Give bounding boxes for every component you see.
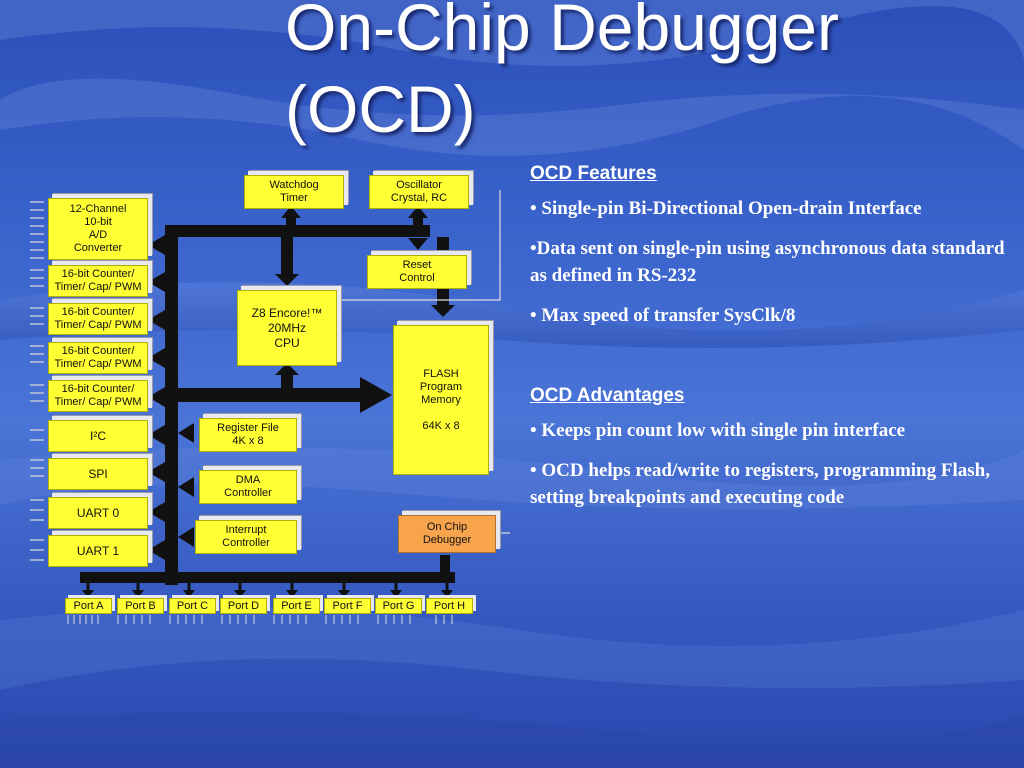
interrupt-controller-block: Interrupt Controller: [195, 520, 297, 554]
i2c-block: I²C: [48, 420, 148, 452]
text-panel: OCD Features • Single-pin Bi-Directional…: [530, 160, 1020, 524]
uart0-block: UART 0: [48, 497, 148, 529]
title-line-1: On-Chip Debugger: [285, 0, 839, 64]
spacer: [530, 342, 1020, 382]
counter-block-3: 16-bit Counter/ Timer/ Cap/ PWM: [48, 342, 148, 374]
advantages-heading: OCD Advantages: [530, 385, 685, 406]
spi-block: SPI: [48, 458, 148, 490]
port-b: Port B: [117, 598, 164, 614]
title-line-2: (OCD): [285, 72, 476, 146]
port-g: Port G: [375, 598, 422, 614]
advantage-item-1: • Keeps pin count low with single pin in…: [530, 420, 906, 441]
cpu-block: Z8 Encore!™ 20MHz CPU: [237, 290, 337, 366]
feature-item-1: • Single-pin Bi-Directional Open-drain I…: [530, 198, 922, 219]
flash-memory-block: FLASH Program Memory 64K x 8: [393, 325, 489, 475]
feature-item-3: • Max speed of transfer SysClk/8: [530, 305, 796, 326]
bus-lines: [30, 190, 510, 624]
feature-item-2: •Data sent on single-pin using asynchron…: [530, 238, 1005, 286]
port-e: Port E: [273, 598, 320, 614]
counter-block-1: 16-bit Counter/ Timer/ Cap/ PWM: [48, 265, 148, 297]
counter-block-4: 16-bit Counter/ Timer/ Cap/ PWM: [48, 380, 148, 412]
on-chip-debugger-block: On Chip Debugger: [398, 515, 496, 553]
port-h: Port H: [426, 598, 473, 614]
port-f: Port F: [324, 598, 371, 614]
features-heading: OCD Features: [530, 163, 657, 184]
oscillator-block: Oscillator Crystal, RC: [369, 175, 469, 209]
advantage-item-2: • OCD helps read/write to registers, pro…: [530, 460, 990, 508]
port-d: Port D: [220, 598, 267, 614]
port-a: Port A: [65, 598, 112, 614]
port-c: Port C: [169, 598, 216, 614]
register-file-block: Register File 4K x 8: [199, 418, 297, 452]
watchdog-timer-block: Watchdog Timer: [244, 175, 344, 209]
slide-title: On-Chip Debugger (OCD): [285, 0, 839, 150]
block-diagram: 12-Channel 10-bit A/D Converter 16-bit C…: [0, 0, 520, 640]
reset-control-block: Reset Control: [367, 255, 467, 289]
counter-block-2: 16-bit Counter/ Timer/ Cap/ PWM: [48, 303, 148, 335]
adc-block: 12-Channel 10-bit A/D Converter: [48, 198, 148, 260]
dma-controller-block: DMA Controller: [199, 470, 297, 504]
uart1-block: UART 1: [48, 535, 148, 567]
